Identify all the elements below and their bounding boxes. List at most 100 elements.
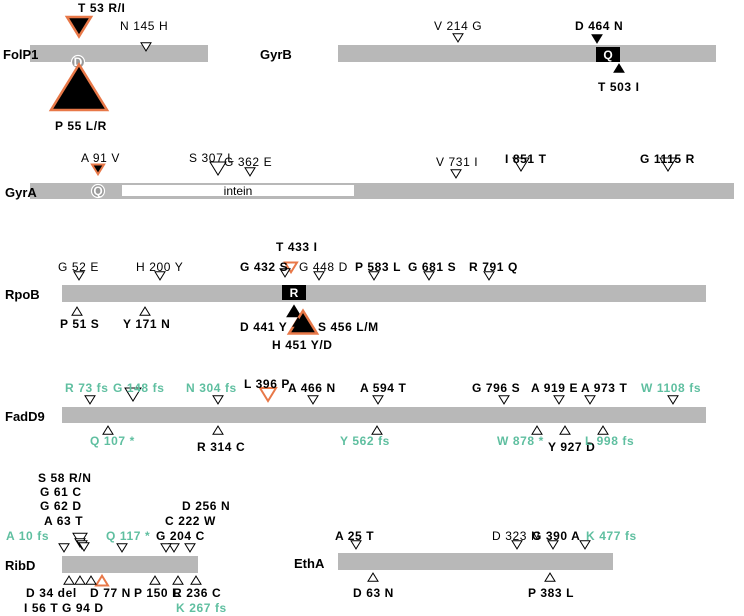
mutation-marker-etha-k-477-fs	[579, 540, 591, 550]
mutation-label-ribd-c-222-w: C 222 W	[165, 514, 216, 528]
mutation-label-fadd9-a-594-t: A 594 T	[360, 381, 407, 395]
gene-label-etha: EthA	[294, 556, 325, 571]
mutation-marker-ribd-r-236-c	[172, 575, 184, 585]
mutation-label-rpob-g-681-s: G 681 S	[408, 260, 456, 274]
mutation-label-rpob-y-171-n: Y 171 N	[123, 317, 170, 331]
mutation-label-ribd-s-58-r-n: S 58 R/N	[38, 471, 92, 485]
mutation-label-ribd-k-267-fs: K 267 fs	[176, 601, 227, 615]
mutation-marker-gyrb-v-214-g	[452, 33, 464, 43]
mutation-label-fadd9-r-314-c: R 314 C	[197, 440, 245, 454]
mutation-marker-rpob-g-52-e	[73, 271, 85, 281]
mutation-marker-folp1-p-55-l-r	[48, 62, 110, 112]
mutation-marker-fadd9-q-107	[102, 425, 114, 435]
mutation-marker-rpob-y-171-n	[139, 306, 151, 316]
mutation-label-rpob-g-432-s: G 432 S	[240, 260, 288, 274]
gene-bar-rpob	[62, 285, 706, 302]
mutation-label-ribd-p-150-l: P 150 L	[134, 586, 180, 600]
mutation-label-gyra-g-362-e: G 362 E	[224, 155, 272, 169]
mutation-marker-ribd-d-256-n	[184, 543, 196, 553]
mutation-marker-etha-d-63-n	[367, 572, 379, 582]
mutation-marker-fadd9-y-927-d	[559, 425, 571, 435]
domain-letter-r: R	[290, 286, 299, 300]
mutation-marker-rpob-p-583-l	[368, 271, 380, 281]
mutation-marker-gyra-g-1115-r	[659, 157, 677, 172]
mutation-marker-ribd-q-117	[116, 543, 128, 553]
mutation-marker-rpob-t-433-i	[283, 261, 299, 275]
mutation-marker-rpob-g-448-d	[313, 271, 325, 281]
mutation-label-folp1-n-145-h: N 145 H	[120, 19, 168, 33]
gene-label-ribd: RibD	[5, 558, 35, 573]
mutation-label-ribd-d-34-del: D 34 del	[26, 586, 77, 600]
mutation-marker-fadd9-a-466-n	[307, 395, 319, 405]
gene-bar-folp1	[30, 45, 208, 62]
mutation-marker-fadd9-g-148-fs	[124, 387, 142, 402]
mutation-marker-ribd-g-204-c	[160, 543, 172, 553]
mutation-marker-fadd9-a-919-e	[553, 395, 565, 405]
mutation-label-fadd9-q-107: Q 107 *	[90, 434, 135, 448]
mutation-marker-ribd-d-77-n	[94, 573, 110, 587]
mutation-label-fadd9-l-998-fs: L 998 fs	[585, 434, 634, 448]
mutation-label-fadd9-g-148-fs: G 148 fs	[113, 381, 165, 395]
mutation-label-gyra-i-851-t: I 851 T	[505, 152, 547, 166]
mutation-marker-rpob-p-51-s	[71, 306, 83, 316]
mutation-marker-ribd-a-10-fs	[58, 543, 70, 553]
mutation-marker-etha-p-383-l	[544, 572, 556, 582]
mutation-label-ribd-g-94-d: G 94 D	[62, 601, 104, 615]
mutation-marker-fadd9-l-998-fs	[597, 425, 609, 435]
mutation-label-fadd9-n-304-fs: N 304 fs	[186, 381, 237, 395]
gene-label-folp1: FolP1	[3, 47, 38, 62]
mutation-marker-gyra-i-851-t	[512, 157, 530, 172]
mutation-marker-fadd9-a-973-t	[584, 395, 596, 405]
mutation-label-ribd-i-56-t: I 56 T	[24, 601, 58, 615]
domain-box-q	[596, 47, 620, 62]
mutation-marker-rpob-g-432-s	[279, 268, 291, 278]
mutation-marker-rpob-h-451-y-d	[292, 317, 304, 327]
gene-label-fadd9: FadD9	[5, 409, 45, 424]
mutation-label-gyra-s-307-l: S 307 L	[189, 151, 235, 165]
mutation-marker-fadd9-r-314-c	[212, 425, 224, 435]
mutation-marker-fadd9-g-796-s	[498, 395, 510, 405]
mutation-marker-fadd9-n-304-fs	[212, 395, 224, 405]
mutation-marker-fadd9-a-594-t	[372, 395, 384, 405]
domain-circle-q	[90, 183, 106, 199]
mutation-marker-fadd9-w-878	[531, 425, 543, 435]
mutation-label-rpob-s-456-l-m: S 456 L/M	[318, 320, 379, 334]
mutation-label-gyra-a-91-v: A 91 V	[81, 151, 120, 165]
mutation-marker-ribd-d-34-del	[63, 575, 75, 585]
intein-label: intein	[224, 184, 253, 198]
mutation-marker-gyra-s-307-l	[209, 161, 227, 176]
mutation-marker-gyra-v-731-i	[450, 169, 462, 179]
gene-label-rpob: RpoB	[5, 287, 40, 302]
mutation-label-etha-d-323-n: D 323 N	[492, 529, 540, 543]
mutation-label-gyra-v-731-i: V 731 I	[436, 155, 478, 169]
mutation-label-gyra-g-1115-r: G 1115 R	[640, 152, 695, 166]
mutation-marker-ribd-k-267-fs	[190, 575, 202, 585]
gene-label-gyra: GyrA	[5, 185, 37, 200]
mutation-marker-fadd9-y-562-fs	[371, 425, 383, 435]
mutation-label-etha-a-25-t: A 25 T	[335, 529, 374, 543]
mutation-label-fadd9-r-73-fs: R 73 fs	[65, 381, 109, 395]
mutation-label-ribd-a-63-t: A 63 T	[44, 514, 83, 528]
mutation-label-fadd9-a-466-n: A 466 N	[288, 381, 336, 395]
mutation-label-fadd9-w-1108-fs: W 1108 fs	[641, 381, 701, 395]
mutation-marker-rpob-g-681-s	[423, 271, 435, 281]
mutation-label-rpob-d-441-y: D 441 Y	[240, 320, 287, 334]
mutation-marker-fadd9-w-1108-fs	[667, 395, 679, 405]
mutation-marker-ribd-a-63-t	[78, 542, 90, 552]
mutation-marker-rpob-r-791-q	[483, 271, 495, 281]
mutation-marker-gyra-g-362-e	[244, 167, 256, 177]
mutation-label-gyrb-t-503-i: T 503 I	[598, 80, 640, 94]
domain-letter-q: Q	[603, 48, 612, 62]
mutation-label-rpob-h-200-y: H 200 Y	[136, 260, 183, 274]
mutation-label-rpob-r-791-q: R 791 Q	[469, 260, 518, 274]
gene-bar-ribd	[62, 556, 198, 573]
mutation-label-etha-d-63-n: D 63 N	[353, 586, 394, 600]
gene-bar-gyrb	[338, 45, 716, 62]
mutation-label-ribd-d-256-n: D 256 N	[182, 499, 230, 513]
